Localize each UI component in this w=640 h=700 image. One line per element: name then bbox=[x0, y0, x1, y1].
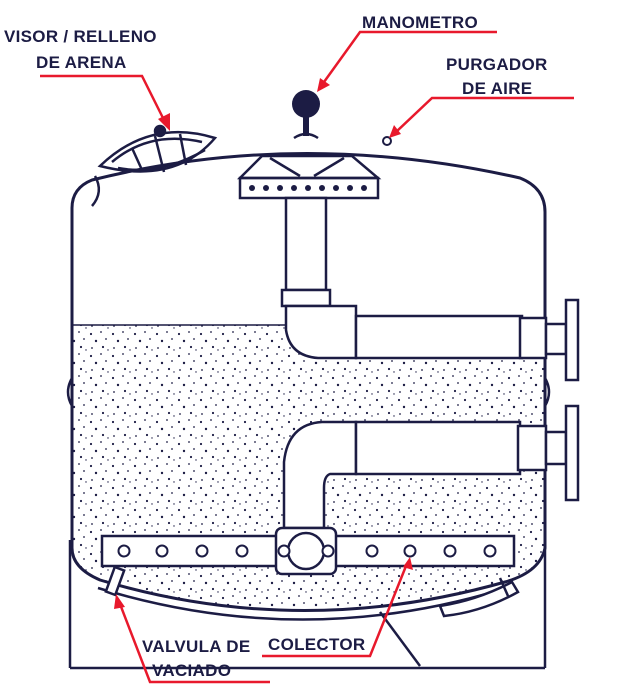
pointer-manometro bbox=[322, 30, 497, 83]
tank-support-base bbox=[68, 540, 547, 670]
air-purge-valve bbox=[382, 136, 392, 146]
label-purgador-line1: PURGADOR bbox=[446, 55, 548, 74]
pressure-gauge bbox=[292, 90, 320, 140]
bottom-access-hatch bbox=[438, 577, 520, 618]
pointer-colector bbox=[262, 565, 408, 658]
label-visor-line1: VISOR / RELLENO bbox=[4, 27, 157, 46]
inlet-diffuser bbox=[236, 154, 382, 200]
tank-body bbox=[70, 152, 547, 612]
label-purgador-line2: DE AIRE bbox=[462, 79, 532, 98]
label-manometro: MANOMETRO bbox=[362, 13, 478, 32]
pointer-lines bbox=[40, 30, 574, 684]
drain-valve bbox=[104, 565, 126, 597]
labels: VISOR / RELLENO DE ARENA MANOMETRO PURGA… bbox=[4, 13, 548, 680]
label-valvula-line2: VACIADO bbox=[152, 661, 231, 680]
pointer-arrowheads bbox=[114, 78, 413, 609]
label-colector: COLECTOR bbox=[268, 635, 365, 654]
pointer-purgador bbox=[395, 96, 574, 133]
outlet-pipe bbox=[282, 404, 580, 530]
pointer-visor bbox=[40, 74, 166, 121]
pointer-valvula bbox=[118, 603, 270, 684]
inlet-pipe bbox=[280, 196, 580, 382]
label-valvula-line1: VALVULA DE bbox=[142, 637, 250, 656]
sight-glass-port bbox=[91, 124, 218, 207]
collector-manifold bbox=[100, 526, 516, 576]
label-visor-line2: DE ARENA bbox=[36, 53, 127, 72]
